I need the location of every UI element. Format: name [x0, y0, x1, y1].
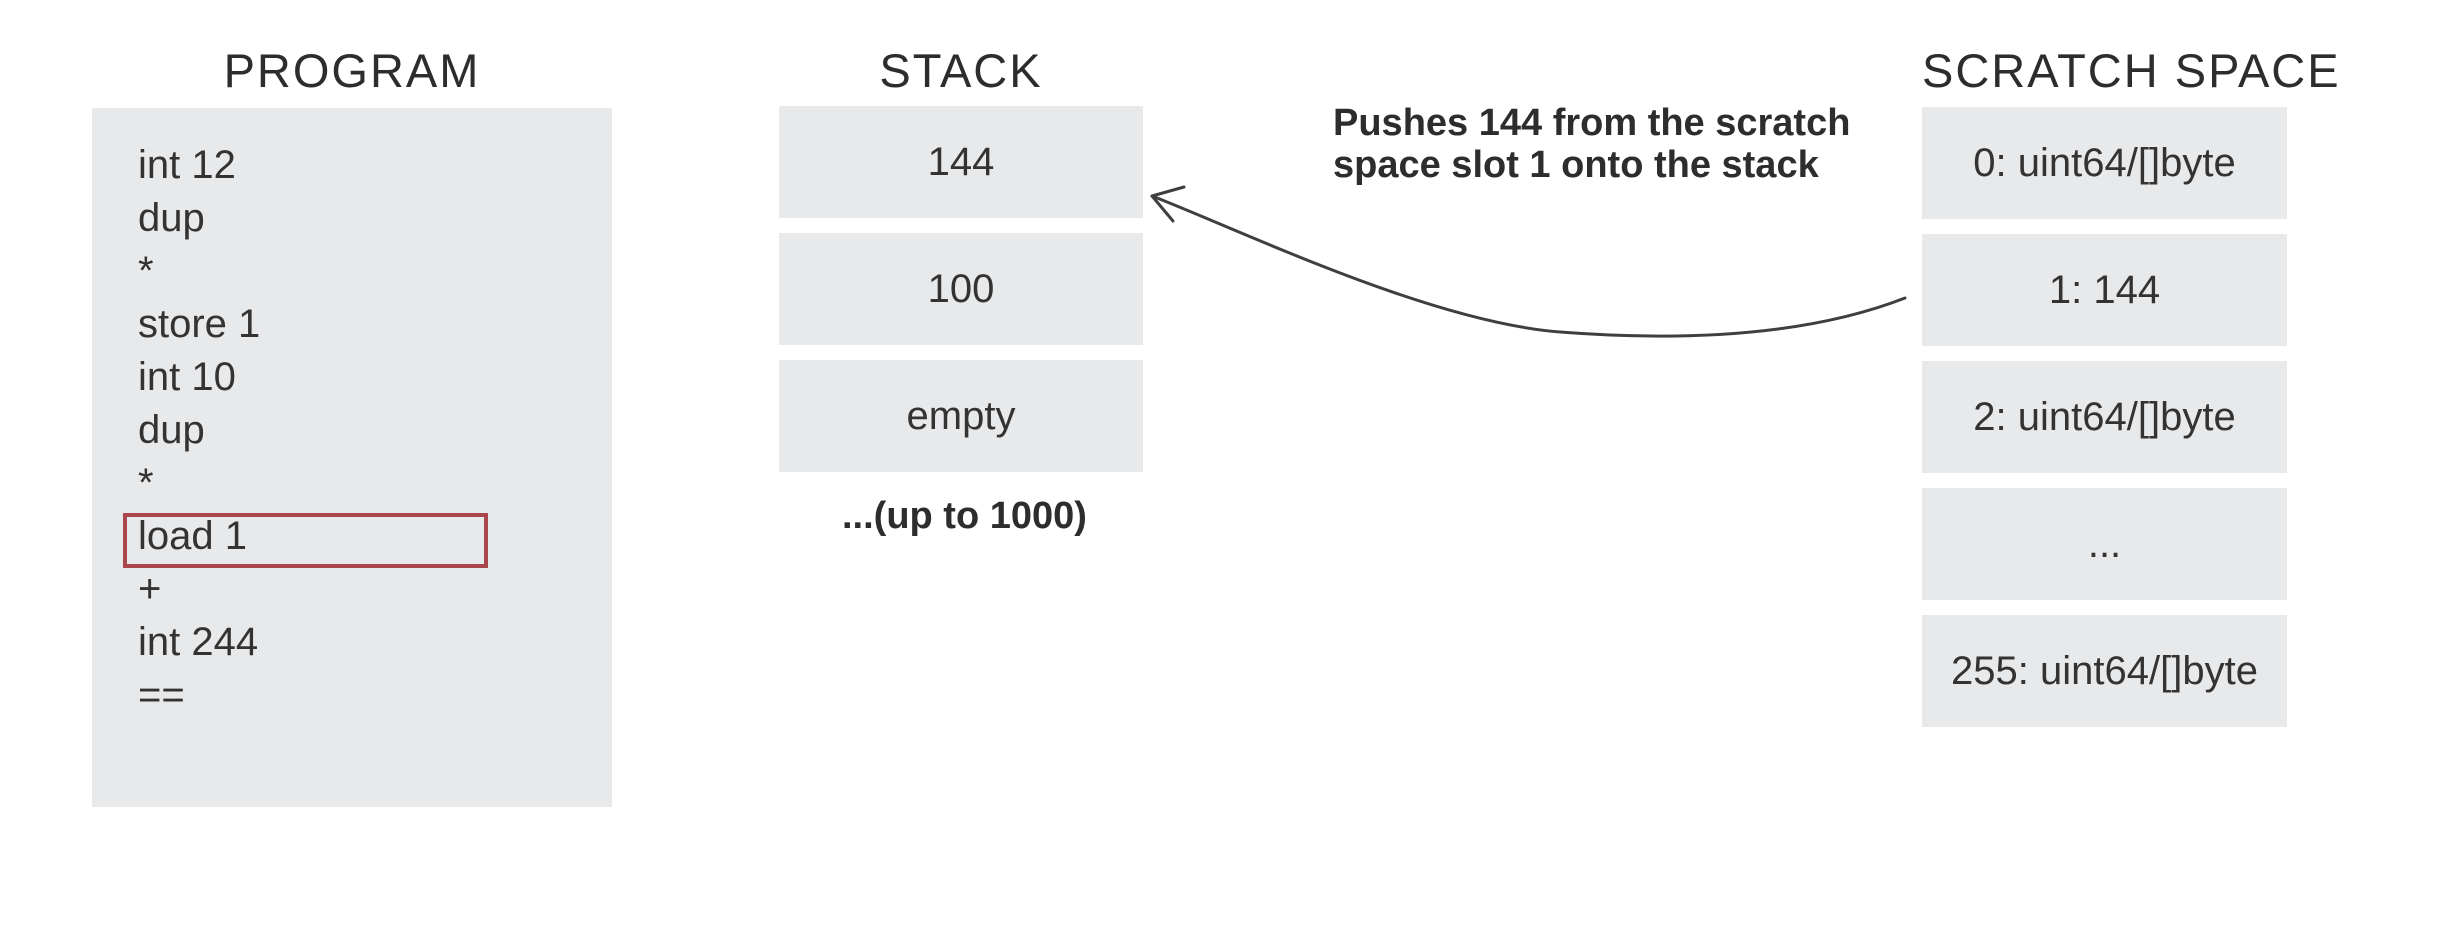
program-box: int 12 dup * store 1 int 10 dup * load 1+ int 24…	[92, 108, 612, 807]
stack-slots: 144 100 empty	[779, 106, 1143, 472]
arrow-curve-line	[1150, 194, 1907, 338]
program-line: *	[138, 461, 154, 505]
push-annotation: Pushes 144 from the scratch space slot 1…	[1333, 102, 1850, 186]
program-title: PROGRAM	[223, 44, 481, 97]
scratch-space-title: SCRATCH SPACE	[1922, 44, 2341, 97]
program-line: dup	[138, 196, 205, 240]
stack-slot: empty	[779, 360, 1143, 472]
stack-capacity-note: ...(up to 1000)	[842, 495, 1087, 537]
stack-slot: 100	[779, 233, 1143, 345]
program-line: ==	[138, 673, 185, 717]
scratch-slot: 2: uint64/[]byte	[1922, 361, 2287, 473]
push-annotation-line1: Pushes 144 from the scratch	[1333, 102, 1851, 144]
stack-title: STACK	[879, 44, 1043, 97]
program-line: int 12	[138, 143, 236, 187]
program-line: int 244	[138, 620, 259, 664]
scratch-slot: 1: 144	[1922, 234, 2287, 346]
program-line: dup	[138, 408, 205, 452]
arrow-head-icon	[1150, 185, 1186, 223]
scratch-slot: 255: uint64/[]byte	[1922, 615, 2287, 727]
scratch-slots: 0: uint64/[]byte 1: 144 2: uint64/[]byte..…	[1922, 107, 2287, 727]
push-annotation-line2: space slot 1 onto the stack	[1333, 144, 1819, 186]
program-line: load 1	[123, 510, 612, 568]
program-line: *	[138, 249, 154, 293]
program-line: +	[138, 567, 162, 611]
program-line: store 1	[138, 302, 261, 346]
scratch-slot: 0: uint64/[]byte	[1922, 107, 2287, 219]
stack-slot: 144	[779, 106, 1143, 218]
program-lines: int 12 dup * store 1 int 10 dup * load 1+ int 24…	[123, 139, 612, 722]
scratch-slot: ...	[1922, 488, 2287, 600]
program-line: int 10	[138, 355, 236, 399]
